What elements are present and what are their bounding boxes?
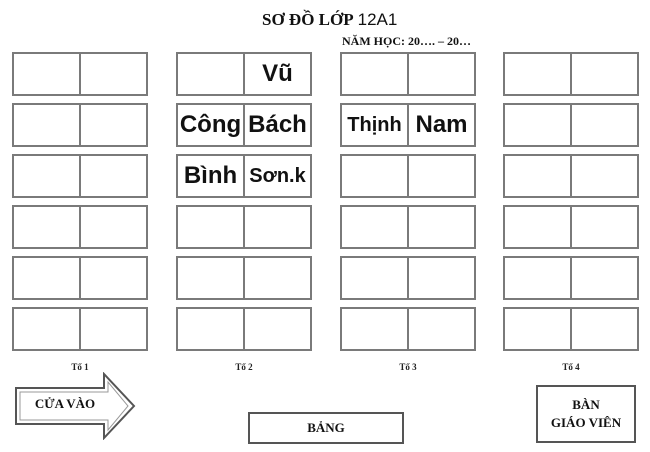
group-label: Tổ 2 [235, 362, 253, 372]
seat [178, 207, 243, 247]
desk [176, 256, 312, 300]
seat: Nam [407, 105, 474, 145]
seat [342, 207, 407, 247]
seat [178, 54, 243, 94]
seat [342, 309, 407, 349]
desk [340, 52, 476, 96]
seat: Sơn.k [243, 156, 310, 196]
seat [505, 207, 570, 247]
seat [178, 309, 243, 349]
desk [340, 205, 476, 249]
seat [342, 258, 407, 298]
teacher-desk-line2: GIÁO VIÊN [550, 415, 622, 430]
seat [407, 258, 474, 298]
seat [14, 54, 79, 94]
door-label: CỬA VÀO [34, 396, 96, 411]
seat [407, 54, 474, 94]
class-name: 12A1 [357, 10, 398, 29]
seat [407, 309, 474, 349]
desk [12, 103, 148, 147]
seat [505, 54, 570, 94]
desk [12, 52, 148, 96]
teacher-desk-line1: BÀN [572, 397, 600, 412]
seat [505, 156, 570, 196]
seat [14, 156, 79, 196]
seat [407, 207, 474, 247]
seat [14, 105, 79, 145]
teacher-desk: BÀN GIÁO VIÊN [536, 385, 636, 443]
seat [407, 156, 474, 196]
school-year: NĂM HỌC: 20…. – 20… [342, 34, 471, 48]
desk [176, 205, 312, 249]
seat [505, 309, 570, 349]
seat [570, 54, 637, 94]
desk [503, 256, 639, 300]
seat [570, 258, 637, 298]
group-label: Tổ 3 [399, 362, 417, 372]
seat [243, 207, 310, 247]
seat [79, 105, 146, 145]
desk [503, 205, 639, 249]
desk [12, 205, 148, 249]
group-label: Tổ 1 [71, 362, 89, 372]
seat [79, 54, 146, 94]
seat [79, 156, 146, 196]
desk [340, 307, 476, 351]
desk: Vũ [176, 52, 312, 96]
entrance-door: CỬA VÀO [14, 372, 138, 440]
seat: Bách [243, 105, 310, 145]
seat [178, 258, 243, 298]
seat [570, 105, 637, 145]
desk [12, 256, 148, 300]
seat [570, 309, 637, 349]
group-label: Tổ 4 [562, 362, 580, 372]
seat [570, 207, 637, 247]
arrow-right-icon [15, 372, 136, 440]
seat [342, 54, 407, 94]
seat [570, 156, 637, 196]
seat [79, 309, 146, 349]
seat [243, 258, 310, 298]
seat [342, 156, 407, 196]
seat [505, 258, 570, 298]
desk [503, 307, 639, 351]
seat [79, 258, 146, 298]
desk [503, 154, 639, 198]
desk [12, 307, 148, 351]
seat: Thịnh [347, 113, 402, 136]
desk [503, 52, 639, 96]
seat [79, 207, 146, 247]
desk [12, 154, 148, 198]
seat [14, 258, 79, 298]
title-text: SƠ ĐỒ LỚP [262, 10, 354, 29]
seat: Bình [183, 162, 238, 189]
seat [505, 105, 570, 145]
desk [340, 154, 476, 198]
seat: Công [179, 111, 242, 138]
desk [503, 103, 639, 147]
desk [176, 307, 312, 351]
seat [243, 309, 310, 349]
desk [340, 256, 476, 300]
seat [14, 207, 79, 247]
seat: Vũ [243, 54, 310, 94]
blackboard: BẢNG [248, 412, 404, 444]
seat [14, 309, 79, 349]
